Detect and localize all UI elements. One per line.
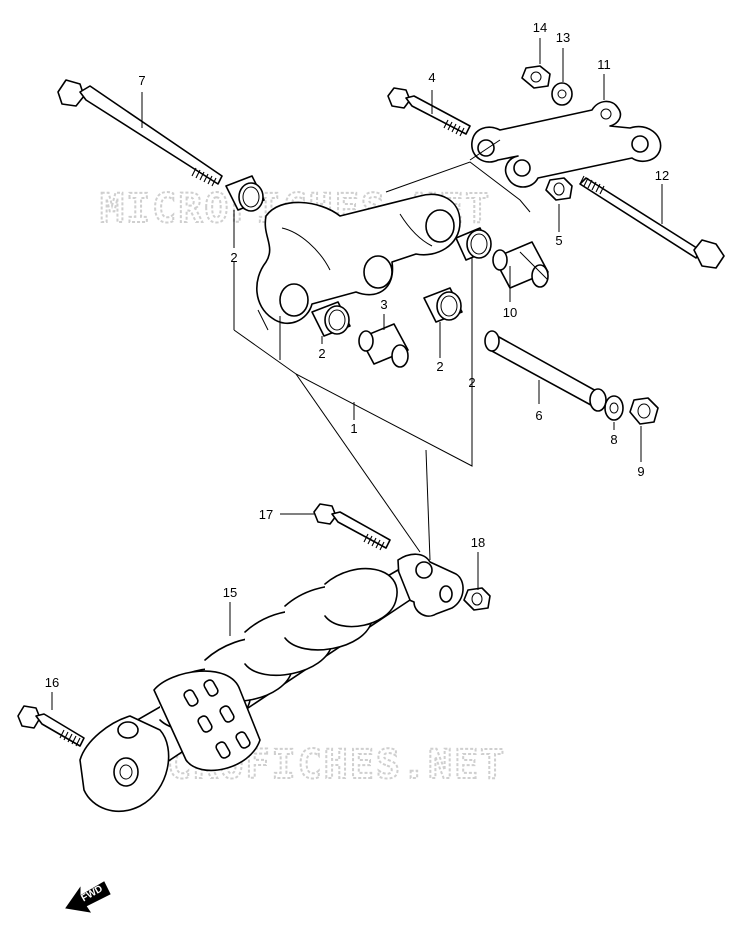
callout-12: 12 [655,168,669,183]
callout-5: 5 [555,233,562,248]
callout-14: 14 [533,20,547,35]
part-2-bushing-mid-right[interactable] [423,287,463,323]
part-7-long-bolt[interactable] [57,79,223,187]
part-15-shock-absorber[interactable] [79,553,464,812]
callout-10: 10 [503,305,517,320]
front-direction-arrow-icon: FWD [65,881,111,913]
callout-4: 4 [428,70,435,85]
part-14-nut[interactable] [521,65,551,89]
part-2-bushing-mid-left[interactable] [311,301,351,337]
part-16-bolt[interactable] [17,705,85,747]
part-2-bushing-right[interactable] [455,227,492,261]
callout-7: 7 [138,73,145,88]
part-3-spacer[interactable] [358,323,409,368]
callout-6: 6 [535,408,542,423]
part-5-nut[interactable] [545,177,573,201]
part-4-bolt[interactable] [387,87,471,137]
part-9-nut[interactable] [629,397,659,425]
part-17-bolt[interactable] [313,503,391,551]
callout-17: 17 [259,507,273,522]
part-10-spacer[interactable] [492,241,549,289]
callout-8: 8 [610,432,617,447]
part-18-nut[interactable] [463,587,491,611]
part-12-bolt[interactable] [579,175,725,269]
callout-9: 9 [637,464,644,479]
callout-13: 13 [556,30,570,45]
callout-3: 3 [380,297,387,312]
callout-2-mid-right: 2 [436,359,443,374]
part-13-washer[interactable] [551,82,573,106]
part-2-bushing-top-left[interactable] [225,175,265,212]
part-11-cushion-rod[interactable] [471,100,662,188]
callout-18: 18 [471,535,485,550]
part-6-long-spacer[interactable] [484,330,607,412]
callout-2-right: 2 [468,375,475,390]
part-8-washer[interactable] [604,395,624,421]
callout-15: 15 [223,585,237,600]
callout-2-mid-left: 2 [318,346,325,361]
callout-1: 1 [350,421,357,436]
callout-16: 16 [45,675,59,690]
callout-2-left: 2 [230,250,237,265]
callout-11: 11 [597,57,611,72]
callout-leaders [51,38,663,710]
callout-labels: 1 2 2 2 2 3 4 5 6 7 8 9 10 11 12 13 14 1… [45,20,669,690]
part-1-cushion-lever[interactable] [256,193,461,324]
